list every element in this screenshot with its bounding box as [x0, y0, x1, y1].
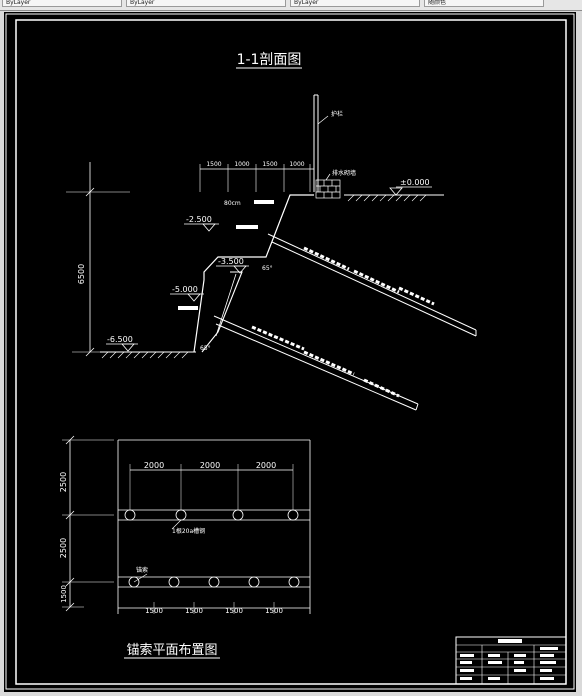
height-label: 6500 — [77, 264, 86, 284]
anchor-cable-lower — [213, 315, 419, 411]
elevation-1: -2.500 — [186, 215, 212, 224]
section-title: 1-1剖面图 — [237, 52, 302, 68]
layer-dropdown-1[interactable]: ByLayer — [2, 0, 122, 7]
plan-top-dim-2: 2000 — [200, 461, 220, 470]
plan-bottom-dim-2: 1500 — [185, 607, 203, 615]
plan-left-dim-2: 2500 — [59, 538, 68, 558]
plan-left-dim-3: 1500 — [60, 585, 68, 603]
plan-bottom-dim-1: 1500 — [145, 607, 163, 615]
toolbar: ByLayer ByLayer ByLayer 随颜色 — [0, 0, 582, 11]
dim-top-3: 1500 — [262, 161, 277, 168]
plan-title: 锚索平面布置图 — [126, 643, 217, 658]
angle-label-2: 65° — [200, 345, 211, 352]
dim-top-2: 1000 — [234, 161, 249, 168]
layer-dropdown-3[interactable]: ByLayer — [290, 0, 420, 7]
ditch-label: 80cm — [224, 200, 241, 207]
anchor-label: 锚索 — [136, 566, 148, 574]
drain-masonry — [315, 179, 341, 199]
plan-bottom-dim-4: 1500 — [265, 607, 283, 615]
guardrail-label: 护栏 — [331, 110, 343, 118]
dim-top-1: 1500 — [206, 161, 221, 168]
anchor-cable-upper — [267, 233, 477, 337]
plan-view — [62, 435, 311, 614]
outer-border — [5, 13, 575, 690]
plan-left-dim-1: 2500 — [59, 472, 68, 492]
drawing-canvas[interactable]: 1-1剖面图 护栏 排水砌墙 ±0.000 1500 1000 1500 1 — [4, 12, 576, 692]
plan-top-dim-3: 2000 — [256, 461, 276, 470]
dim-top-4: 1000 — [289, 161, 304, 168]
plan-top-dim-1: 2000 — [144, 461, 164, 470]
layer-dropdown-2[interactable]: ByLayer — [126, 0, 286, 7]
beam-label: 1根20a槽钢 — [172, 527, 205, 535]
color-dropdown[interactable]: 随颜色 — [424, 0, 544, 7]
plan-bottom-dim-3: 1500 — [225, 607, 243, 615]
inner-border — [15, 19, 567, 685]
elevation-2: -3.500 — [218, 257, 244, 266]
title-block — [455, 636, 567, 685]
elevation-3: -5.000 — [172, 285, 198, 294]
angle-label-1: 65° — [262, 265, 273, 272]
elevation-bottom: -6.500 — [107, 335, 133, 344]
drain-masonry-label: 排水砌墙 — [332, 169, 356, 177]
cad-drawing: 1-1剖面图 护栏 排水砌墙 ±0.000 1500 1000 1500 1 — [5, 13, 575, 690]
elevation-ground: ±0.000 — [400, 178, 430, 187]
